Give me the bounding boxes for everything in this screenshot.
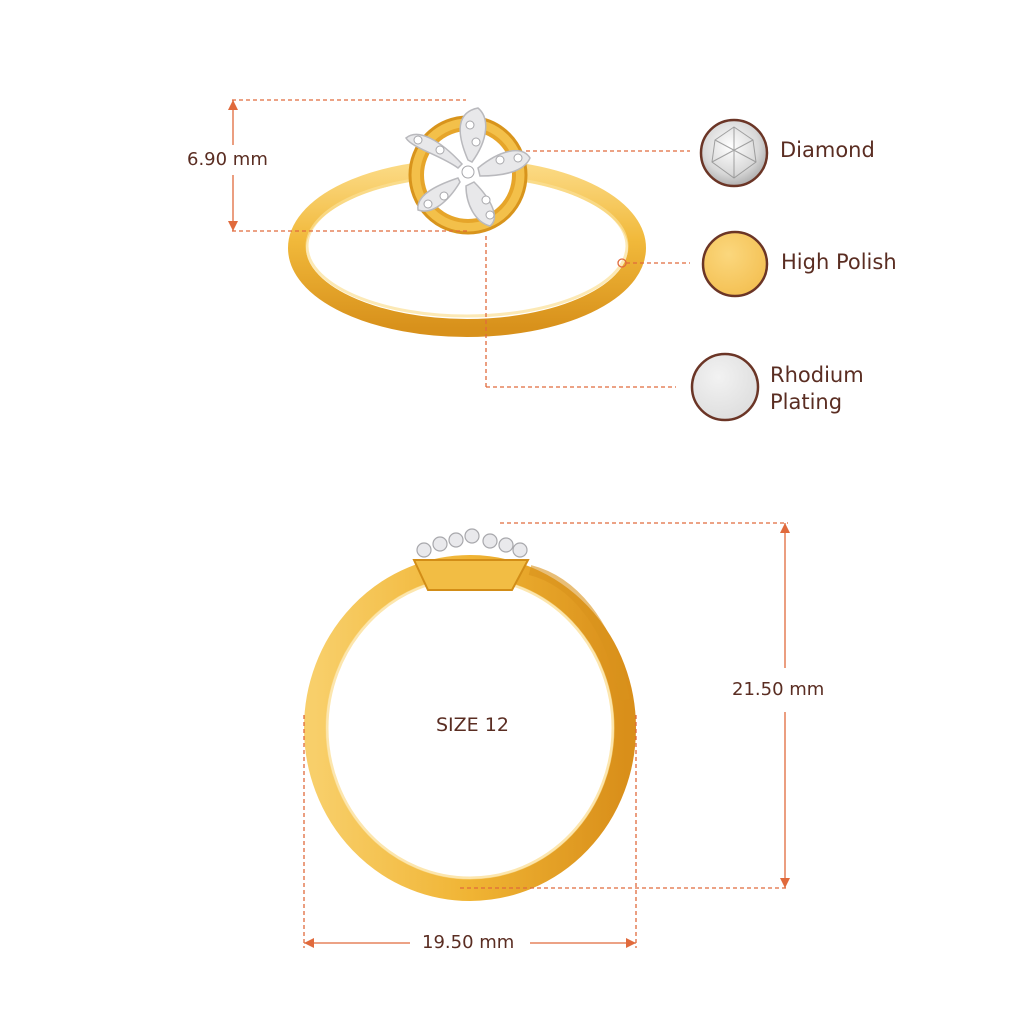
ring-front-view (304, 528, 636, 901)
ring-top-view (288, 107, 646, 337)
diamond-swatch-icon (699, 118, 769, 188)
ring-size-label: SIZE 12 (436, 714, 509, 736)
front-diamonds (416, 528, 528, 558)
dimension-lines (232, 99, 788, 948)
legend-label-high-polish: High Polish (781, 250, 897, 274)
gold-swatch-icon (701, 230, 769, 298)
dimension-arrows (228, 100, 790, 948)
legend-label-rhodium-plating: Rhodium Plating (770, 363, 864, 414)
setting-head (412, 559, 530, 591)
dimension-label-height-top: 6.90 mm (183, 149, 272, 170)
dimension-label-height-front: 21.50 mm (728, 679, 829, 700)
dimension-label-width-front: 19.50 mm (418, 932, 519, 953)
rhodium-swatch-icon (690, 352, 760, 422)
legend-label-diamond: Diamond (780, 138, 875, 162)
